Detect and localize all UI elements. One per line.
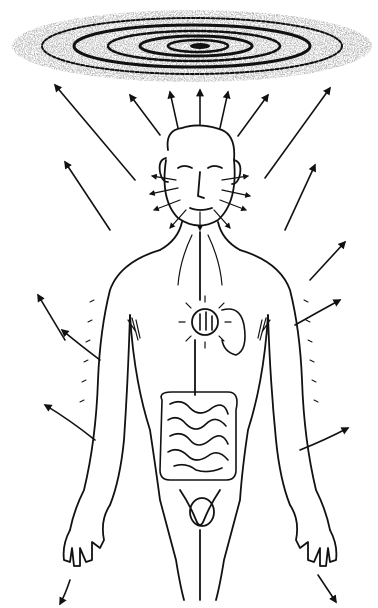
- arrow: [220, 92, 228, 128]
- arrow: [65, 162, 110, 230]
- arrow: [285, 165, 315, 230]
- arrow: [318, 575, 336, 602]
- arrow: [62, 330, 100, 360]
- outward-arrows: [38, 85, 348, 604]
- intestines: [160, 392, 237, 480]
- spiral-galaxy: [12, 10, 372, 82]
- arrow: [170, 92, 178, 128]
- head: [150, 125, 250, 230]
- arrow: [60, 580, 70, 604]
- arrow: [130, 95, 160, 135]
- arrow: [295, 300, 340, 325]
- arrow: [265, 88, 330, 178]
- human-figure: [64, 222, 337, 600]
- heart-sun: [179, 296, 245, 355]
- arrow: [238, 95, 268, 136]
- arrow: [310, 242, 345, 280]
- arrow: [38, 295, 65, 340]
- arrow: [45, 405, 95, 440]
